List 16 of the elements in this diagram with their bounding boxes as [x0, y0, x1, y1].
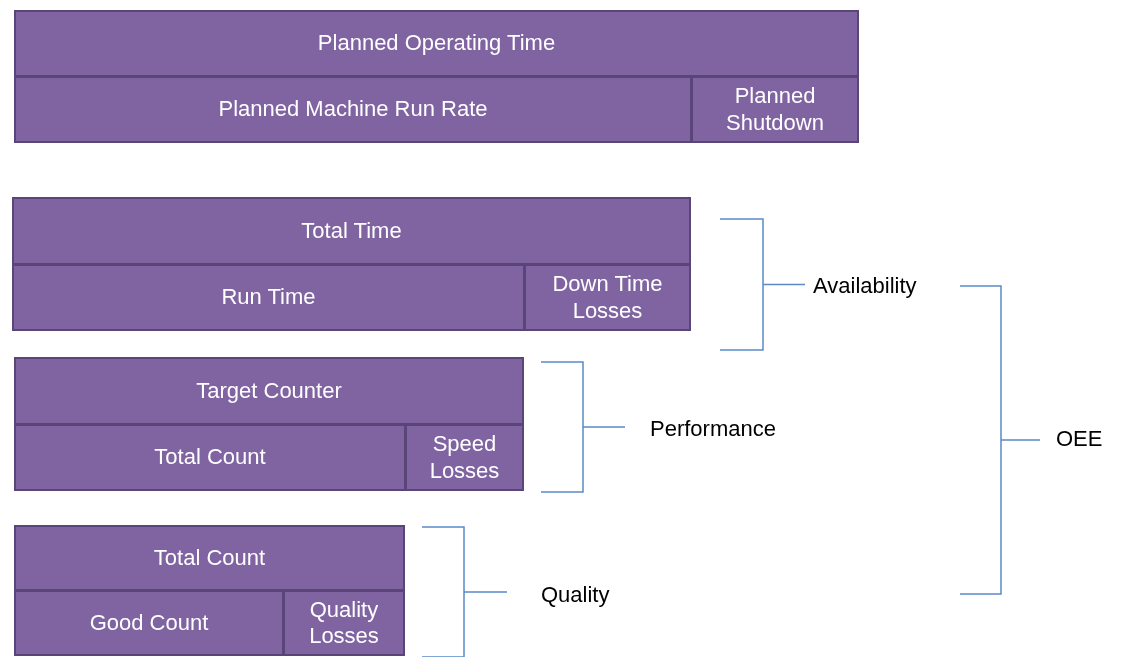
segment-bar: Down Time Losses — [524, 264, 691, 331]
metric-label: OEE — [1056, 426, 1103, 452]
total-bar: Planned Operating Time — [14, 10, 859, 77]
total-bar: Total Count — [14, 525, 405, 591]
segment-bar: Planned Shutdown — [691, 76, 859, 143]
metric-label: Quality — [541, 582, 610, 608]
segment-bar: Speed Losses — [405, 424, 524, 491]
total-bar: Total Time — [12, 197, 691, 265]
total-bar: Target Counter — [14, 357, 524, 425]
segment-bar: Total Count — [14, 424, 406, 491]
segment-bar: Run Time — [12, 264, 525, 331]
segment-bar: Quality Losses — [283, 590, 405, 656]
segment-bar: Planned Machine Run Rate — [14, 76, 692, 143]
metric-label: Performance — [650, 416, 776, 442]
metric-label: Availability — [813, 273, 917, 299]
segment-bar: Good Count — [14, 590, 284, 656]
